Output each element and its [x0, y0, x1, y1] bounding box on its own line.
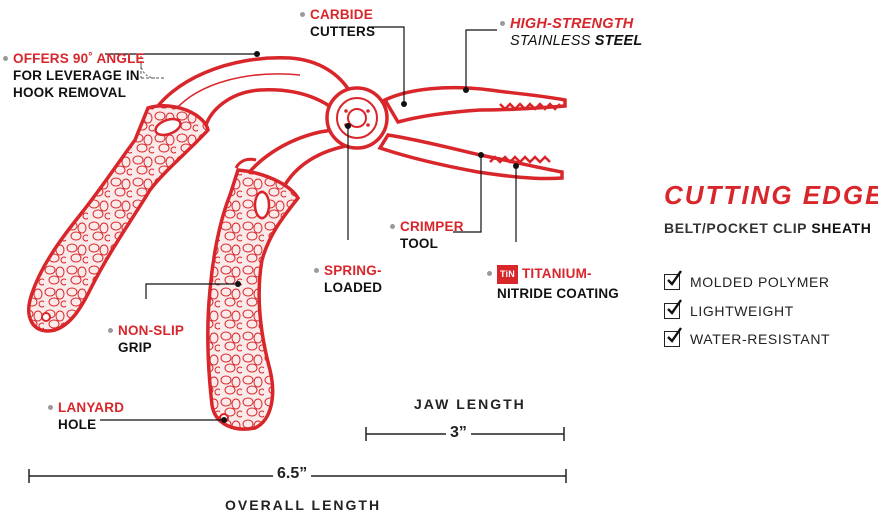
callout-high-strength: HIGH-STRENGTH STAINLESS STEEL [500, 16, 642, 50]
callout-spring-line2: LOADED [324, 280, 383, 295]
bullet-dot [108, 327, 113, 333]
lower-handle-grip [206, 168, 301, 431]
callout-titanium-line1: TITANIUM- [521, 266, 592, 281]
feature-label: LIGHTWEIGHT [690, 303, 794, 319]
bullet-dot [500, 20, 505, 26]
callout-lanyard-hole: LANYARD HOLE [48, 399, 124, 433]
callout-crimper-line2: TOOL [400, 236, 439, 251]
callout-spring-line1: SPRING- [324, 263, 382, 278]
checkmark-icon [664, 327, 682, 347]
upper-jaw [382, 85, 567, 125]
callout-crimper-line1: CRIMPER [400, 219, 464, 234]
bullet-dot [314, 267, 319, 273]
overall-length-value: 6.5” [273, 465, 312, 483]
leader-lines [100, 26, 517, 421]
feature-label: MOLDED POLYMER [690, 274, 830, 290]
bullet-dot [3, 55, 8, 61]
callout-offers-angle-line3: HOOK REMOVAL [13, 85, 127, 100]
feature-subtitle-b: SHEATH [811, 220, 872, 236]
callout-high-strength-line1: HIGH-STRENGTH [510, 16, 634, 32]
checkmark-icon [664, 270, 682, 290]
angle-indicator [140, 56, 166, 79]
callout-non-slip-line1: NON-SLIP [118, 323, 185, 338]
callout-high-strength-line2b: STEEL [594, 33, 643, 49]
callout-lanyard-line2: HOLE [58, 417, 97, 432]
leader-dots [221, 51, 519, 423]
callout-offers-angle: OFFERS 90˚ ANGLE FOR LEVERAGE IN HOOK RE… [3, 50, 145, 101]
feature-subtitle: BELT/POCKET CLIP SHEATH [664, 220, 871, 236]
callout-carbide-line2: CUTTERS [310, 24, 376, 39]
jaw-length-label: JAW LENGTH [414, 396, 526, 412]
feature-label: WATER-RESISTANT [690, 331, 831, 347]
callout-spring-loaded: SPRING- LOADED [314, 262, 382, 296]
feature-title: CUTTING EDGE [664, 180, 878, 210]
callout-carbide-line1: CARBIDE [310, 7, 373, 22]
callout-non-slip-grip: NON-SLIP GRIP [108, 322, 184, 356]
tin-badge: TiN [497, 265, 518, 284]
callout-carbide-cutters: CARBIDE CUTTERS [300, 6, 375, 40]
callout-lanyard-line1: LANYARD [58, 400, 125, 415]
feature-item: WATER-RESISTANT [664, 327, 831, 347]
callout-non-slip-line2: GRIP [118, 340, 152, 355]
callout-offers-angle-line1: OFFERS 90˚ ANGLE [13, 51, 145, 66]
pivot [325, 86, 389, 150]
lower-jaw [377, 133, 564, 181]
feature-subtitle-a: BELT/POCKET CLIP [664, 220, 812, 236]
feature-item: MOLDED POLYMER [664, 270, 830, 290]
bullet-dot [48, 404, 53, 410]
jaw-length-value: 3” [446, 424, 471, 442]
callout-crimper-tool: CRIMPER TOOL [390, 218, 464, 252]
upper-handle-grip [27, 104, 210, 333]
checkmark-icon [664, 299, 682, 319]
callout-offers-angle-line2: FOR LEVERAGE IN [13, 68, 140, 83]
overall-length-label: OVERALL LENGTH [225, 497, 382, 513]
callout-high-strength-line2a: STAINLESS [510, 33, 595, 49]
bullet-dot [487, 270, 492, 276]
feature-item: LIGHTWEIGHT [664, 299, 794, 319]
bullet-dot [300, 11, 305, 17]
callout-titanium-line2: NITRIDE COATING [497, 286, 619, 301]
bullet-dot [390, 223, 395, 229]
